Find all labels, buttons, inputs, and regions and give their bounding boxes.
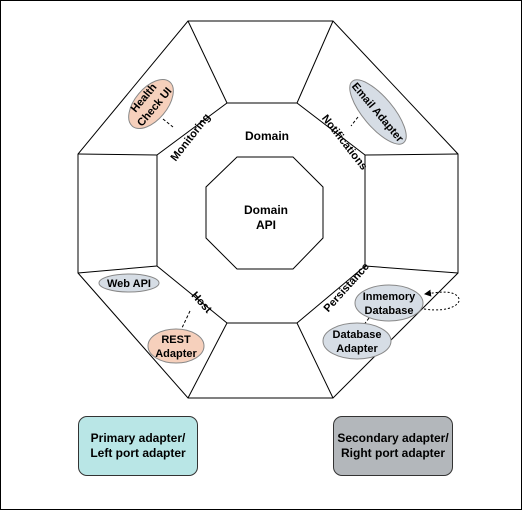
- legend-secondary-line1: Secondary adapter/: [337, 431, 449, 445]
- inner-octagon: [205, 156, 324, 270]
- inmemory-database-label-line1: Inmemory: [363, 291, 416, 303]
- legend-primary-adapter: Primary adapter/ Left port adapter: [78, 416, 198, 476]
- legend-secondary-line2: Right port adapter: [341, 446, 445, 460]
- segment-dividers: [77, 20, 459, 399]
- domain-api-label-line1: Domain: [244, 203, 288, 217]
- host-segment: Web API Host REST Adapter: [98, 273, 214, 364]
- inmemory-database-adapter[interactable]: [354, 284, 424, 322]
- legend-primary-line2: Left port adapter: [90, 446, 186, 460]
- inmemory-loop-arrow: [423, 289, 460, 311]
- rest-adapter[interactable]: [147, 328, 205, 364]
- inmemory-database-label-line2: Database: [365, 305, 414, 317]
- legend-primary-line1: Primary adapter/: [90, 431, 186, 445]
- health-check-ui-adapter[interactable]: [120, 72, 182, 137]
- rest-connector: [180, 310, 191, 331]
- health-check-connector: [162, 118, 174, 128]
- web-api-adapter[interactable]: [98, 273, 160, 293]
- database-adapter-label-line2: Adapter: [336, 343, 378, 355]
- database-adapter[interactable]: [322, 322, 392, 360]
- email-adapter[interactable]: [341, 72, 415, 153]
- database-connector: [362, 317, 370, 327]
- domain-label: Domain: [245, 129, 289, 143]
- email-connector: [350, 116, 359, 127]
- web-api-label: Web API: [107, 278, 151, 290]
- rest-adapter-label-line1: REST: [161, 334, 191, 346]
- domain-api-label-line2: API: [256, 218, 276, 232]
- legend-secondary-adapter: Secondary adapter/ Right port adapter: [333, 416, 453, 476]
- database-adapter-label-line1: Database: [333, 329, 382, 341]
- rest-adapter-label-line2: Adapter: [155, 348, 197, 360]
